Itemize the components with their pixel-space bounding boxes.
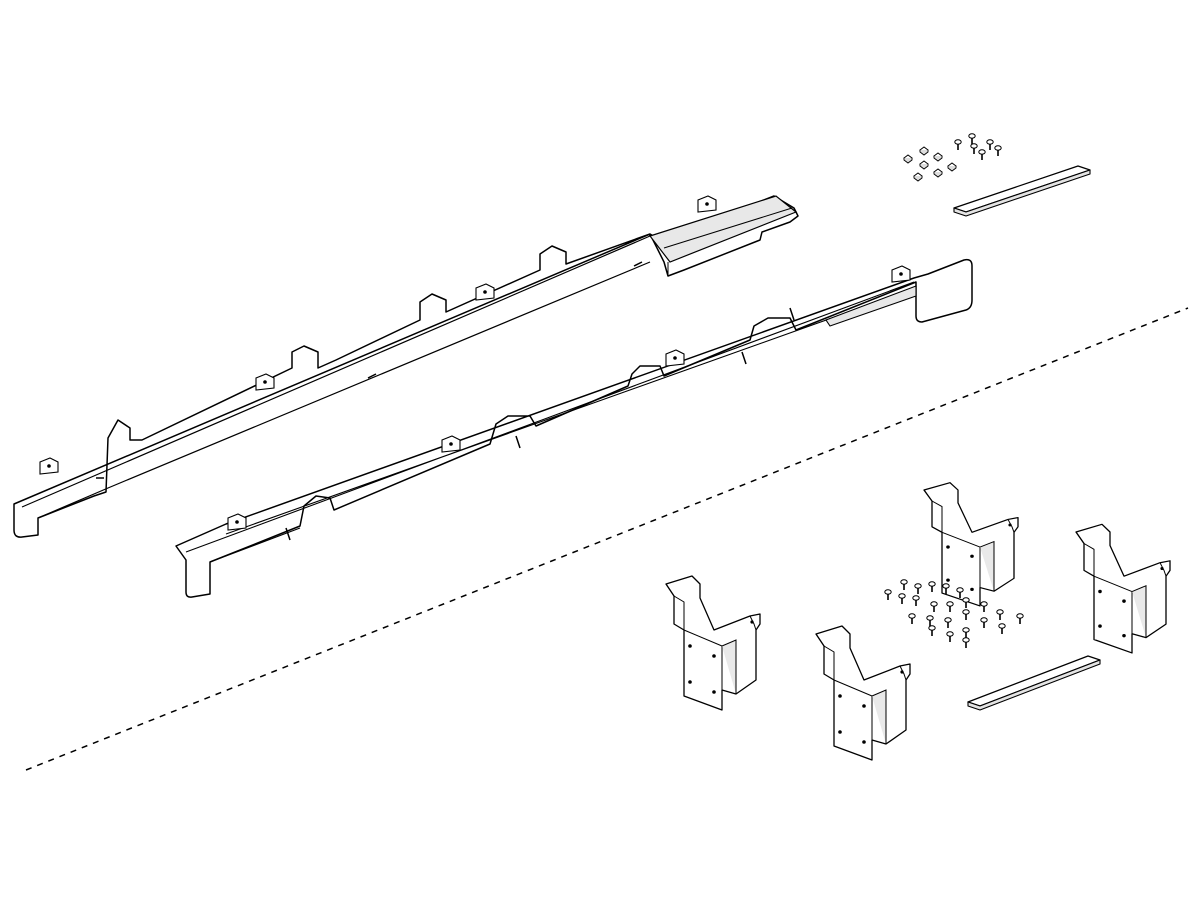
flat-strip-bottom [968,656,1100,710]
fastener-set-top [903,133,1003,182]
bracket-upper-right [1075,523,1171,654]
separator-dashed-line [25,307,1189,771]
bracket-upper-center [923,481,1019,607]
rail-left [14,196,798,537]
flat-strip-top [954,166,1090,216]
bracket-lower-center [815,625,911,761]
rail-right [176,260,972,598]
bracket-lower-left [665,575,761,711]
